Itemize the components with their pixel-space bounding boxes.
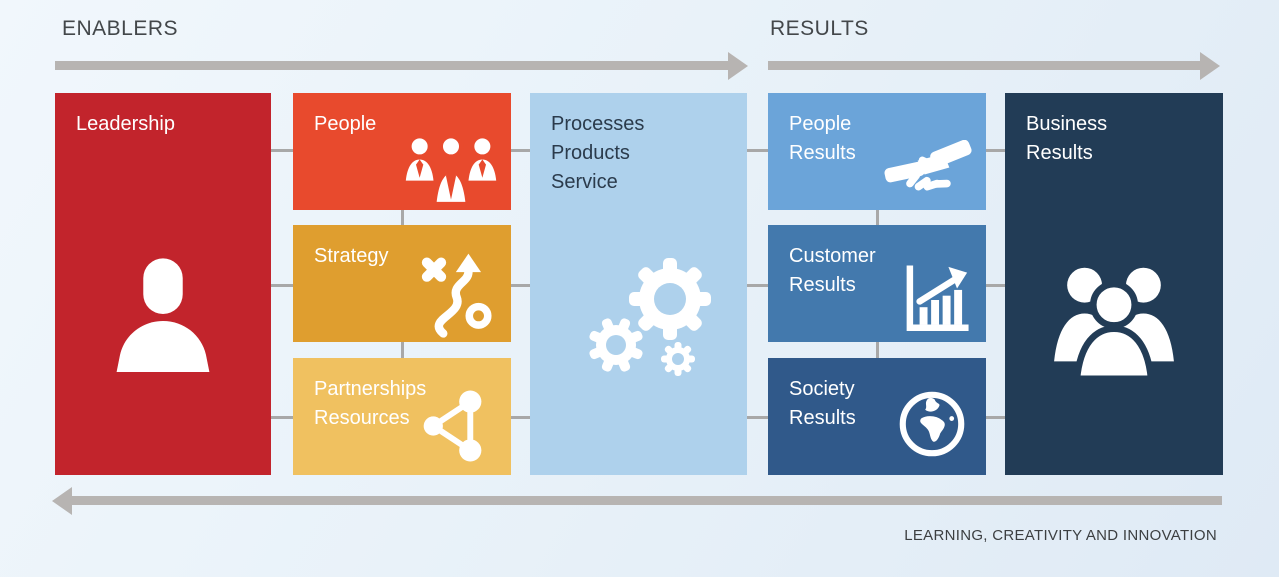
- share-network-icon: [417, 387, 491, 465]
- strategy-play-icon: [413, 249, 497, 339]
- connector-line: [986, 284, 1005, 287]
- connector-line: [986, 149, 1005, 152]
- connector-line: [747, 416, 768, 419]
- partnerships-resources-box: Partnerships Resources: [293, 358, 511, 475]
- connector-line: [986, 416, 1005, 419]
- connector-line: [271, 284, 293, 287]
- people-group-icon: [1043, 259, 1185, 381]
- feedback-arrow-shaft: [72, 496, 1222, 505]
- society-results-box: Society Results: [768, 358, 986, 475]
- people-box: People: [293, 93, 511, 210]
- customer-results-label: Customer Results: [789, 245, 876, 296]
- processes-products-service-label: Processes Products Service: [551, 113, 645, 193]
- business-results-label: Business Results: [1026, 113, 1108, 164]
- connector-line: [876, 342, 879, 358]
- feedback-arrowhead-icon: [52, 487, 72, 515]
- business-results-box: Business Results: [1005, 93, 1223, 475]
- person-icon: [105, 253, 221, 375]
- globe-icon: [898, 390, 966, 458]
- strategy-label: Strategy: [314, 245, 389, 267]
- people-label: People: [314, 113, 377, 135]
- people-results-label: People Results: [789, 113, 856, 164]
- leadership-label: Leadership: [76, 113, 175, 135]
- enablers-heading: ENABLERS: [62, 17, 179, 40]
- results-arrowhead-icon: [1200, 52, 1220, 80]
- growth-chart-icon: [898, 263, 970, 337]
- connector-line: [401, 342, 404, 358]
- team-icon: [401, 134, 501, 204]
- leadership-box: Leadership: [55, 93, 271, 475]
- people-results-box: People Results: [768, 93, 986, 210]
- processes-products-service-box: Processes Products Service: [530, 93, 747, 475]
- partnerships-resources-label: Partnerships Resources: [314, 378, 427, 429]
- society-results-label: Society Results: [789, 378, 856, 429]
- connector-line: [401, 210, 404, 225]
- enablers-arrow-shaft: [55, 61, 728, 70]
- connector-line: [271, 416, 293, 419]
- results-heading: RESULTS: [770, 17, 869, 40]
- connector-line: [511, 284, 530, 287]
- customer-results-box: Customer Results: [768, 225, 986, 342]
- strategy-box: Strategy: [293, 225, 511, 342]
- handshake-icon: [882, 140, 974, 202]
- connector-line: [511, 149, 530, 152]
- connector-line: [876, 210, 879, 225]
- gears-icon: [582, 251, 740, 385]
- enablers-arrowhead-icon: [728, 52, 748, 80]
- learning-creativity-innovation-label: LEARNING, CREATIVITY AND INNOVATION: [904, 527, 1217, 544]
- connector-line: [747, 284, 768, 287]
- connector-line: [511, 416, 530, 419]
- connector-line: [271, 149, 293, 152]
- connector-line: [747, 149, 768, 152]
- results-arrow-shaft: [768, 61, 1200, 70]
